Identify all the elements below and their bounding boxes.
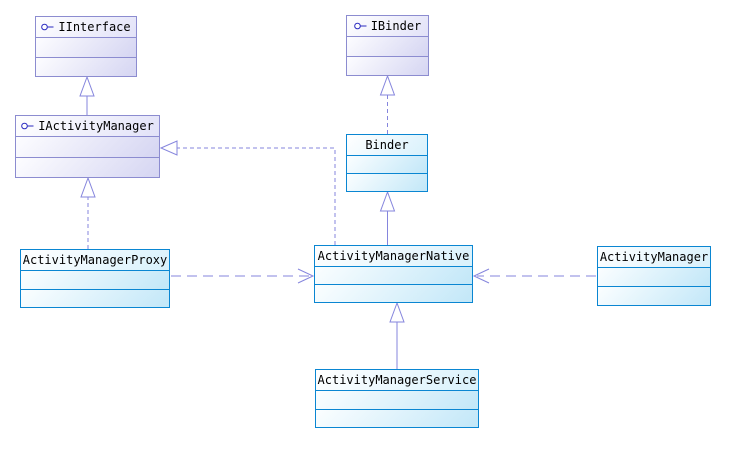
class-title: IBinder (347, 16, 428, 37)
attributes-compartment (21, 271, 169, 290)
class-name: ActivityManagerService (317, 373, 477, 387)
attributes-compartment (316, 391, 478, 410)
class-title: IActivityManager (16, 116, 159, 137)
class-name: IActivityManager (38, 119, 154, 133)
class-box-activitymanagerservice[interactable]: ActivityManagerService (315, 369, 479, 428)
class-box-ibinder[interactable]: IBinder (346, 15, 429, 76)
dependency-activitymanagerproxy-to-activitymanagernative (171, 268, 315, 284)
attributes-compartment (347, 156, 427, 174)
class-box-activitymanagernative[interactable]: ActivityManagerNative (314, 245, 473, 303)
interface-lollipop-icon (41, 23, 54, 31)
class-name: IBinder (370, 19, 422, 33)
operations-compartment (316, 409, 478, 427)
attributes-compartment (16, 137, 159, 158)
class-box-activitymanagerproxy[interactable]: ActivityManagerProxy (20, 249, 170, 308)
class-title: ActivityManager (598, 247, 710, 268)
class-name: ActivityManagerProxy (22, 253, 168, 267)
class-name: ActivityManager (599, 250, 709, 264)
realization-activitymanagerproxy-to-iactivitymanager (80, 176, 96, 249)
generalization-activitymanagerservice-to-activitymanagernative (389, 301, 405, 369)
dependency-activitymanager-to-activitymanagernative (472, 268, 596, 284)
generalization-iactivitymanager-to-iinterface (79, 75, 95, 115)
class-name: ActivityManagerNative (317, 249, 470, 263)
attributes-compartment (347, 37, 428, 57)
realization-binder-to-ibinder (379, 74, 396, 134)
class-title: Binder (347, 135, 427, 156)
attributes-compartment (315, 267, 472, 285)
class-title: ActivityManagerProxy (21, 250, 169, 271)
operations-compartment (36, 57, 136, 76)
realization-activitymanagernative-to-iactivitymanager (159, 140, 336, 245)
attributes-compartment (598, 268, 710, 287)
class-title: ActivityManagerNative (315, 246, 472, 267)
class-box-binder[interactable]: Binder (346, 134, 428, 192)
interface-lollipop-icon (21, 122, 34, 130)
class-box-iinterface[interactable]: IInterface (35, 16, 137, 77)
class-title: ActivityManagerService (316, 370, 478, 391)
generalization-activitymanagernative-to-binder (379, 190, 396, 245)
class-title: IInterface (36, 17, 136, 38)
interface-lollipop-icon (353, 22, 367, 30)
class-name: IInterface (58, 20, 131, 34)
operations-compartment (598, 287, 710, 305)
class-name: Binder (365, 138, 409, 152)
class-box-activitymanager[interactable]: ActivityManager (597, 246, 711, 306)
operations-compartment (347, 174, 427, 191)
class-box-iactivitymanager[interactable]: IActivityManager (15, 115, 160, 178)
operations-compartment (315, 285, 472, 302)
operations-compartment (347, 56, 428, 75)
attributes-compartment (36, 38, 136, 58)
operations-compartment (16, 157, 159, 177)
operations-compartment (21, 289, 169, 307)
